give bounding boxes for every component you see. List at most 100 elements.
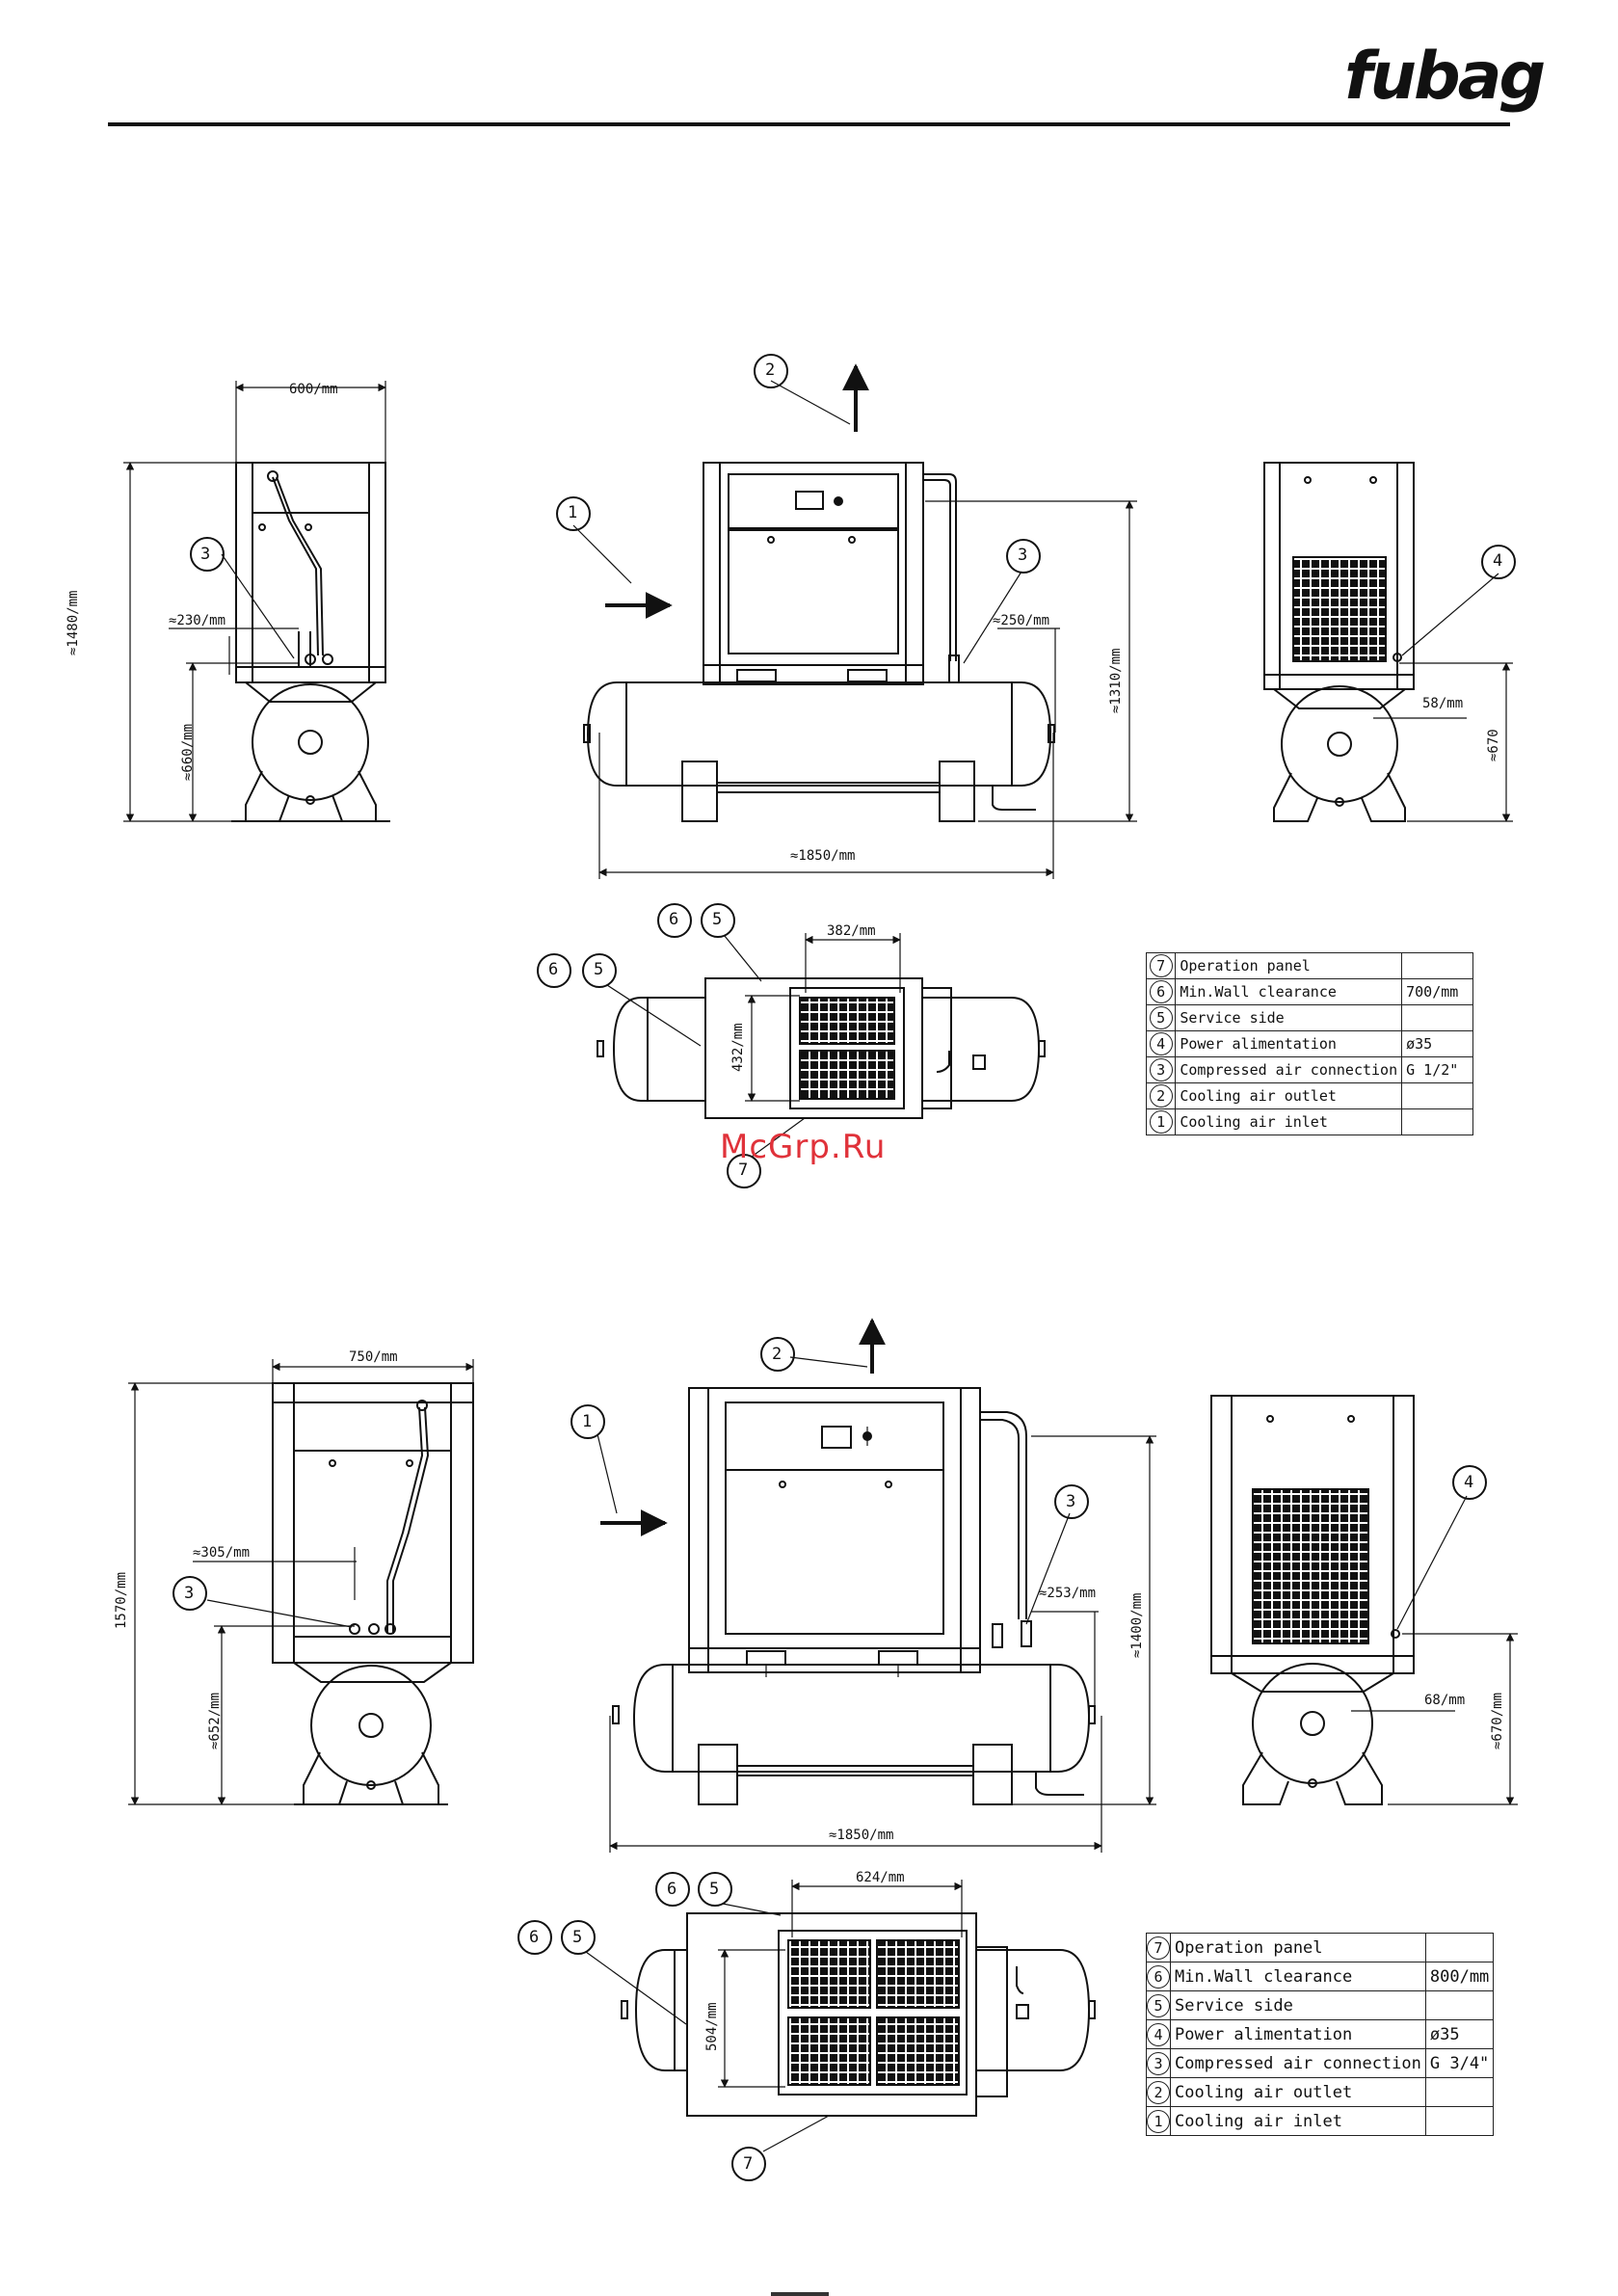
m1-dim-width: 600/mm xyxy=(289,382,338,397)
m1-dim-power-height: ≈670 xyxy=(1486,729,1501,761)
spec-row-number-circle: 4 xyxy=(1147,2022,1170,2046)
spec-row-number-circle: 1 xyxy=(1149,1110,1173,1134)
m2-dim-outlet-height: ≈652/mm xyxy=(207,1692,223,1749)
spec-row-number-circle: 2 xyxy=(1149,1084,1173,1108)
header-rule xyxy=(108,122,1510,126)
watermark: McGrp.Ru xyxy=(720,1128,887,1166)
m2-dim-width: 750/mm xyxy=(349,1349,398,1365)
spec-row-number-circle: 2 xyxy=(1147,2080,1170,2104)
spec-row-number: 2 xyxy=(1146,2077,1171,2107)
m1-callout-outlet: 2 xyxy=(765,360,776,380)
m1-side-left-view xyxy=(123,381,390,822)
spec-row-number: 6 xyxy=(1145,978,1177,1005)
spec-row-number-circle: 3 xyxy=(1149,1058,1173,1081)
spec-row-label: Compressed air connection xyxy=(1170,2048,1426,2078)
m2-callout-side-3: 3 xyxy=(184,1584,195,1603)
spec-row-value: G 3/4" xyxy=(1424,2048,1495,2078)
m1-dim-front-height: ≈1310/mm xyxy=(1108,648,1124,713)
m1-dim-outlet-offset: ≈230/mm xyxy=(169,613,226,628)
spec-row-label: Power alimentation xyxy=(1170,2019,1426,2049)
m1-callout-side-3: 3 xyxy=(200,545,211,564)
m1-dim-height: ≈1480/mm xyxy=(66,590,81,655)
spec-row-label: Cooling air outlet xyxy=(1170,2077,1426,2107)
spec-row-label: Service side xyxy=(1175,1004,1403,1031)
m1-front-view xyxy=(556,354,1137,879)
m1-top-view xyxy=(537,903,1046,1188)
spec-row-value xyxy=(1401,952,1473,979)
m2-callout-outlet: 2 xyxy=(772,1345,782,1364)
spec-row-label: Operation panel xyxy=(1175,952,1403,979)
brand-logo: fubag xyxy=(1344,39,1546,135)
m2-callout-connection: 3 xyxy=(1066,1492,1076,1511)
m2-side-right-view xyxy=(1210,1395,1518,1805)
m2-callout-inlet: 1 xyxy=(582,1412,593,1431)
spec-row-number: 5 xyxy=(1145,1004,1177,1031)
m2-dim-height: 1570/mm xyxy=(114,1571,129,1629)
m2-dim-length: ≈1850/mm xyxy=(829,1828,894,1843)
m1-callout-connection: 3 xyxy=(1018,546,1028,565)
spec-row-label: Min.Wall clearance xyxy=(1170,1962,1426,1991)
spec-row-value xyxy=(1424,1990,1495,2020)
spec-row-number: 5 xyxy=(1146,1990,1171,2020)
spec-row-label: Cooling air outlet xyxy=(1175,1082,1403,1109)
spec-row-value xyxy=(1401,1004,1473,1031)
spec-row-label: Compressed air connection xyxy=(1175,1056,1403,1083)
m2-dim-front-height: ≈1400/mm xyxy=(1129,1592,1145,1658)
m2-dim-power-offset: 68/mm xyxy=(1424,1693,1466,1708)
spec-row-number: 4 xyxy=(1145,1030,1177,1057)
m2-dim-grille-width: 624/mm xyxy=(856,1870,905,1885)
spec-row-value: 800/mm xyxy=(1424,1962,1495,1991)
spec-row-number: 2 xyxy=(1145,1082,1177,1109)
m1-callout-panel: 7 xyxy=(738,1161,749,1180)
m2-callout-top-6a: 6 xyxy=(667,1880,677,1899)
spec-row-number-circle: 5 xyxy=(1147,1993,1170,2017)
m2-front-view xyxy=(570,1318,1156,1853)
spec-row-number: 4 xyxy=(1146,2019,1171,2049)
spec-row-value xyxy=(1401,1082,1473,1109)
spec-row-number: 1 xyxy=(1146,2106,1171,2136)
spec-row-number: 1 xyxy=(1145,1108,1177,1135)
spec-row-label: Service side xyxy=(1170,1990,1426,2020)
spec-row-value xyxy=(1424,1933,1495,1962)
spec-row-value xyxy=(1424,2077,1495,2107)
spec-row-value: 700/mm xyxy=(1401,978,1473,1005)
m2-callout-power: 4 xyxy=(1464,1473,1474,1492)
spec-row-number-circle: 3 xyxy=(1147,2051,1170,2075)
m1-callout-top-5a: 5 xyxy=(712,910,723,929)
m2-dim-power-height: ≈670/mm xyxy=(1490,1692,1505,1749)
m2-dim-connection-offset: ≈253/mm xyxy=(1039,1586,1097,1601)
spec-row-number-circle: 1 xyxy=(1147,2109,1170,2133)
spec-row-value: ø35 xyxy=(1424,2019,1495,2049)
spec-row-label: Operation panel xyxy=(1170,1933,1426,1962)
footer-mark xyxy=(771,2292,829,2296)
spec-row-number-circle: 5 xyxy=(1149,1006,1173,1029)
spec-row-number-circle: 6 xyxy=(1147,1964,1170,1989)
spec-row-value: ø35 xyxy=(1401,1030,1473,1057)
m1-dim-grille-width: 382/mm xyxy=(827,923,876,939)
m1-callout-top-6b: 6 xyxy=(548,960,559,979)
spec-row-number-circle: 7 xyxy=(1149,954,1173,977)
spec-row-label: Min.Wall clearance xyxy=(1175,978,1403,1005)
m2-callout-panel: 7 xyxy=(743,2154,754,2174)
brand-name: fubag xyxy=(1344,39,1546,115)
m1-dim-length: ≈1850/mm xyxy=(790,848,856,864)
spec-row-number-circle: 6 xyxy=(1149,980,1173,1003)
m2-callout-top-5a: 5 xyxy=(709,1880,720,1899)
spec-row-value xyxy=(1401,1108,1473,1135)
m2-dim-grille-height: 504/mm xyxy=(704,2002,720,2051)
